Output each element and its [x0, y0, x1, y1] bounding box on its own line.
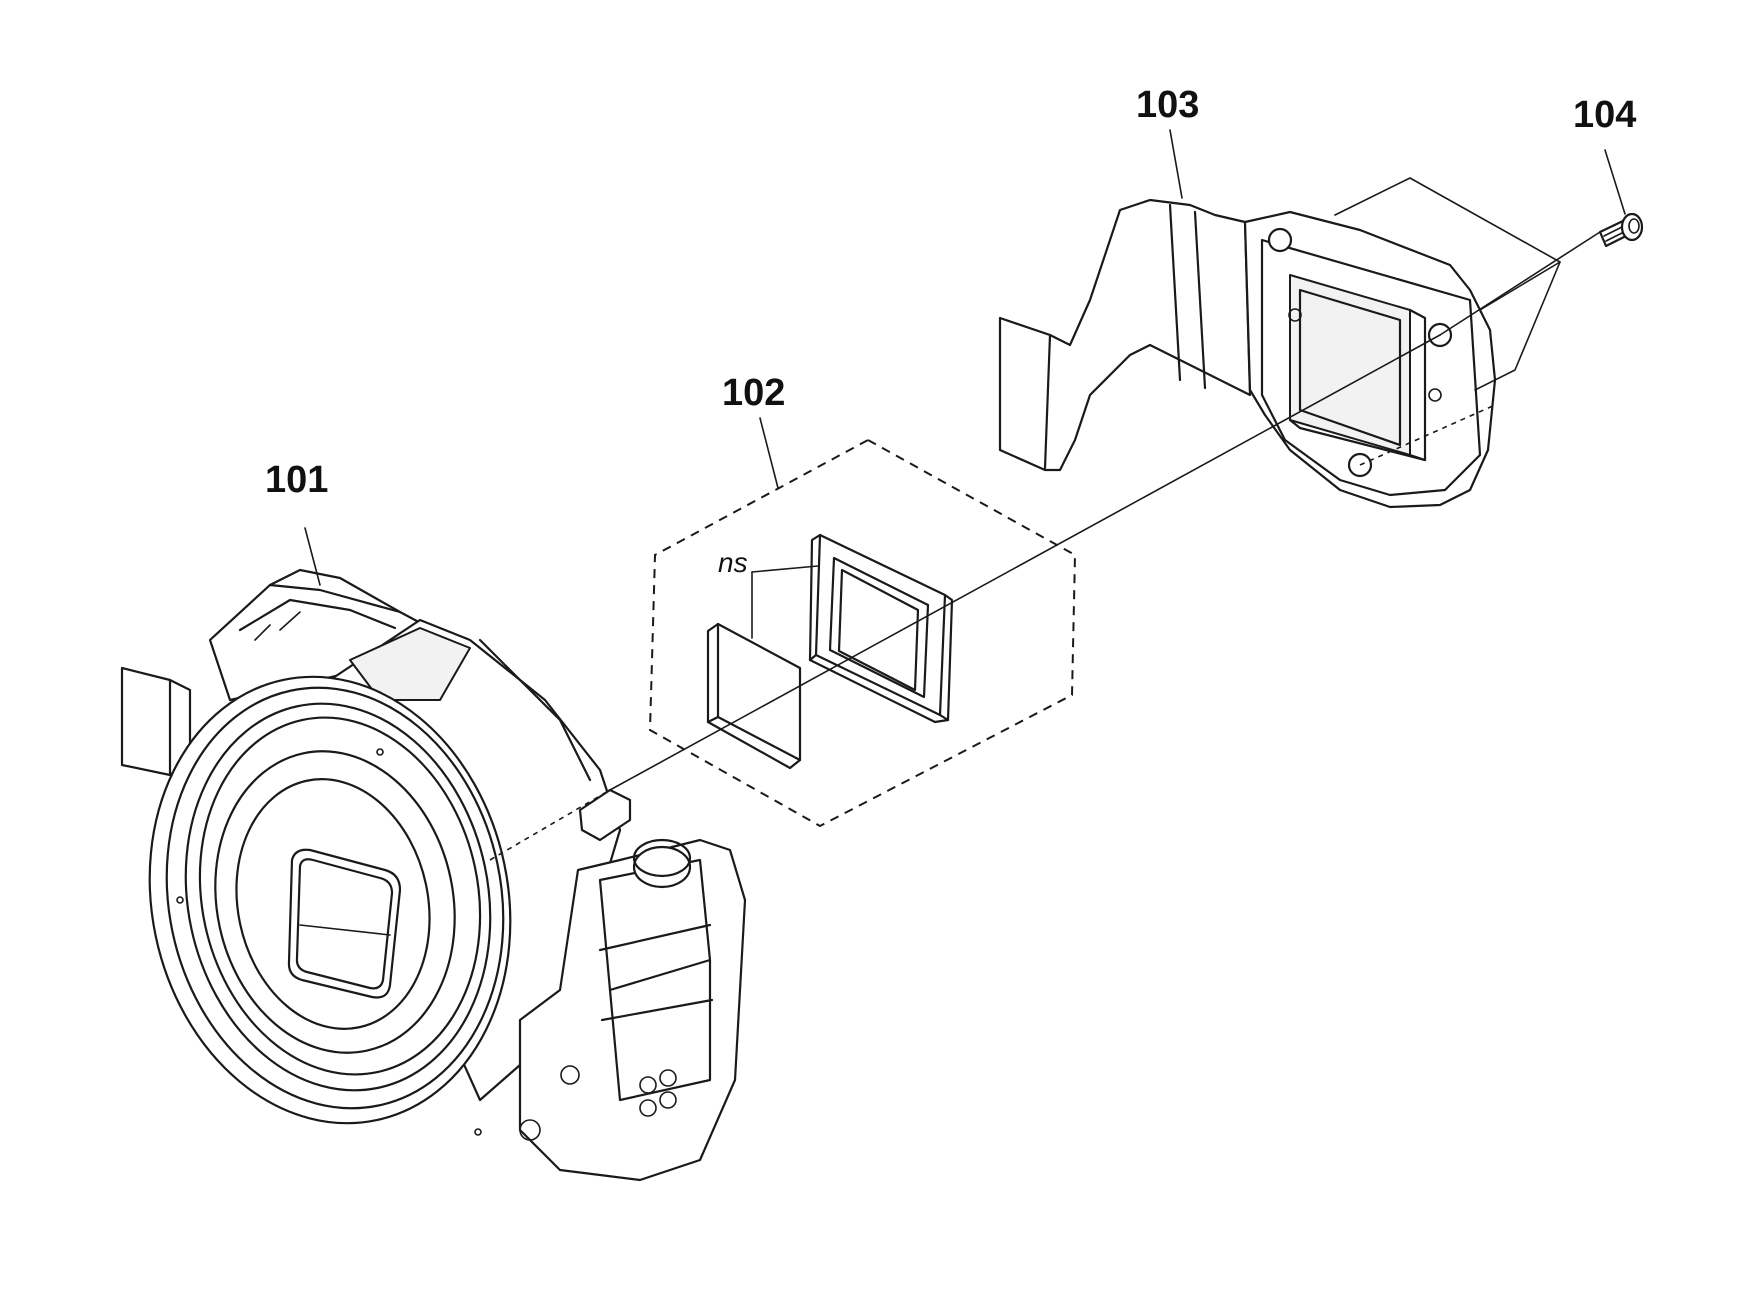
alignment-lines — [304, 129, 1626, 861]
screw — [1598, 212, 1644, 248]
part-label-104: 104 — [1573, 94, 1636, 136]
sensor-board-assembly — [998, 198, 1497, 509]
note-label-ns: ns — [718, 547, 748, 578]
part-label-101: 101 — [265, 459, 328, 501]
part-label-103: 103 — [1136, 84, 1199, 126]
part-label-102: 102 — [722, 372, 785, 414]
lens-block-assembly — [120, 568, 747, 1182]
filter-frame-set — [648, 438, 1077, 828]
